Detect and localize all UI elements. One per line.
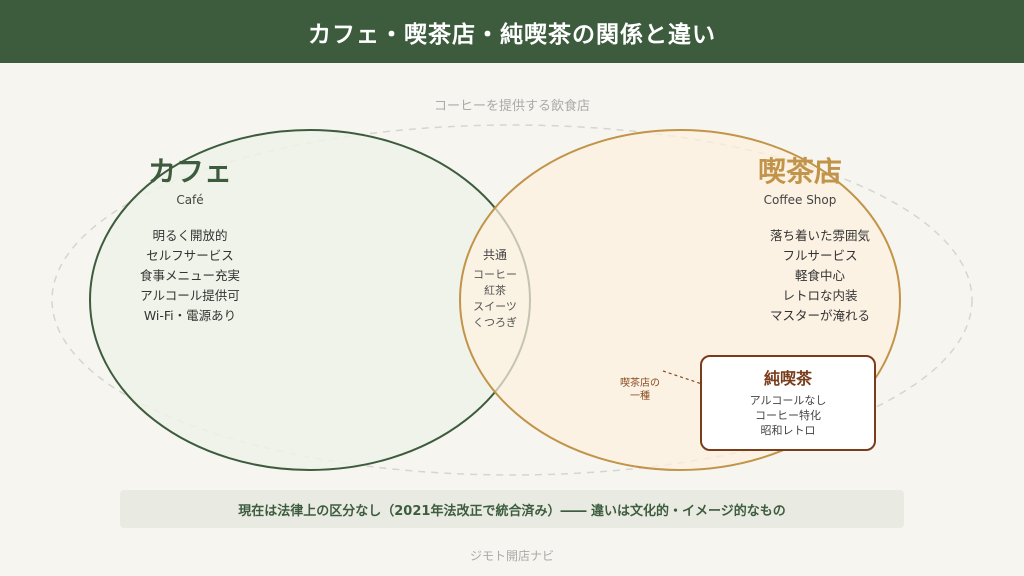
kissaten-subtitle: Coffee Shop: [763, 193, 837, 207]
footer-brand: ジモト開店ナビ: [469, 549, 554, 563]
list-item: 食事メニュー充実: [139, 268, 240, 283]
cafe-subtitle: Café: [176, 193, 204, 207]
kissa-relation-note: 喫茶店の 一種: [610, 377, 670, 403]
kissa-relation-line: [662, 370, 706, 386]
list-item: 紅茶: [484, 284, 506, 297]
relation-line-1: 喫茶店の: [620, 378, 660, 389]
list-item: マスターが淹れる: [769, 308, 870, 323]
relation-line-2: 一種: [630, 391, 650, 402]
common-title: 共通: [482, 248, 507, 262]
list-item: フルサービス: [782, 248, 858, 263]
jun-kissa-feature-list: アルコールなし コーヒー特化 昭和レトロ: [702, 393, 874, 438]
list-item: レトロな内装: [782, 288, 858, 303]
list-item: セルフサービス: [146, 248, 234, 263]
list-item: 落ち着いた雰囲気: [769, 228, 870, 243]
legal-note-bar: 現在は法律上の区分なし（2021年法改正で統合済み）―― 違いは文化的・イメージ…: [120, 490, 904, 528]
kissaten-title: 喫茶店: [757, 155, 842, 188]
list-item: スイーツ: [473, 300, 517, 313]
list-item: くつろぎ: [473, 316, 517, 329]
list-item: アルコール提供可: [140, 288, 240, 303]
outer-category-label: コーヒーを提供する飲食店: [433, 99, 590, 114]
list-item: 軽食中心: [794, 268, 845, 283]
page-title: カフェ・喫茶店・純喫茶の関係と違い: [0, 0, 1024, 63]
list-item: Wi-Fi・電源あり: [143, 308, 237, 323]
cafe-feature-list: 明るく開放的 セルフサービス 食事メニュー充実 アルコール提供可 Wi-Fi・電…: [100, 226, 280, 326]
list-item: 昭和レトロ: [760, 424, 816, 437]
jun-kissa-box: 純喫茶 アルコールなし コーヒー特化 昭和レトロ: [700, 355, 876, 451]
kissaten-feature-list: 落ち着いた雰囲気 フルサービス 軽食中心 レトロな内装 マスターが淹れる: [730, 226, 910, 326]
list-item: アルコールなし: [749, 394, 827, 407]
list-item: コーヒー: [473, 268, 517, 281]
list-item: 明るく開放的: [152, 228, 228, 243]
list-item: コーヒー特化: [755, 409, 821, 422]
common-item-list: コーヒー 紅茶 スイーツ くつろぎ: [455, 267, 535, 331]
jun-kissa-title: 純喫茶: [763, 369, 812, 388]
outer-dashed-ellipse: [51, 124, 973, 476]
cafe-title: カフェ: [147, 155, 232, 188]
